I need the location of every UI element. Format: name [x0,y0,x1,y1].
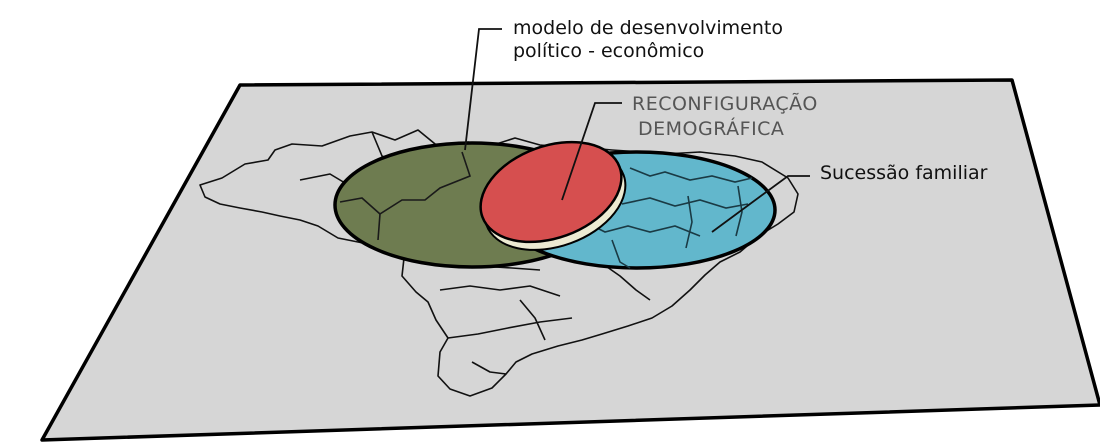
border-line [519,299,546,341]
border-line [735,185,743,237]
succession-label: Sucessão familiar [820,162,988,184]
model-leader-line [464,28,502,151]
reconfig-leader-line [561,102,622,201]
border-line [471,361,507,375]
model-label-line2: político - econômico [513,40,705,62]
border-line [629,167,753,183]
border-line [339,197,381,215]
border-line [621,197,749,209]
red-region-ellipse [479,140,623,244]
border-line [599,261,651,301]
green-region-borders [339,151,471,241]
border-line [685,195,693,249]
border-line [584,221,701,237]
border-line [447,317,573,339]
border-line [611,239,631,269]
border-line [439,285,561,297]
blue-region-borders [584,167,753,269]
reconfig-label-line2: DEMOGRÁFICA [638,118,785,140]
reconfig-label-line1: RECONFIGURAÇÃO [632,93,818,115]
model-label-line1: modelo de desenvolvimento [513,17,783,39]
succession-leader-line [711,175,810,233]
